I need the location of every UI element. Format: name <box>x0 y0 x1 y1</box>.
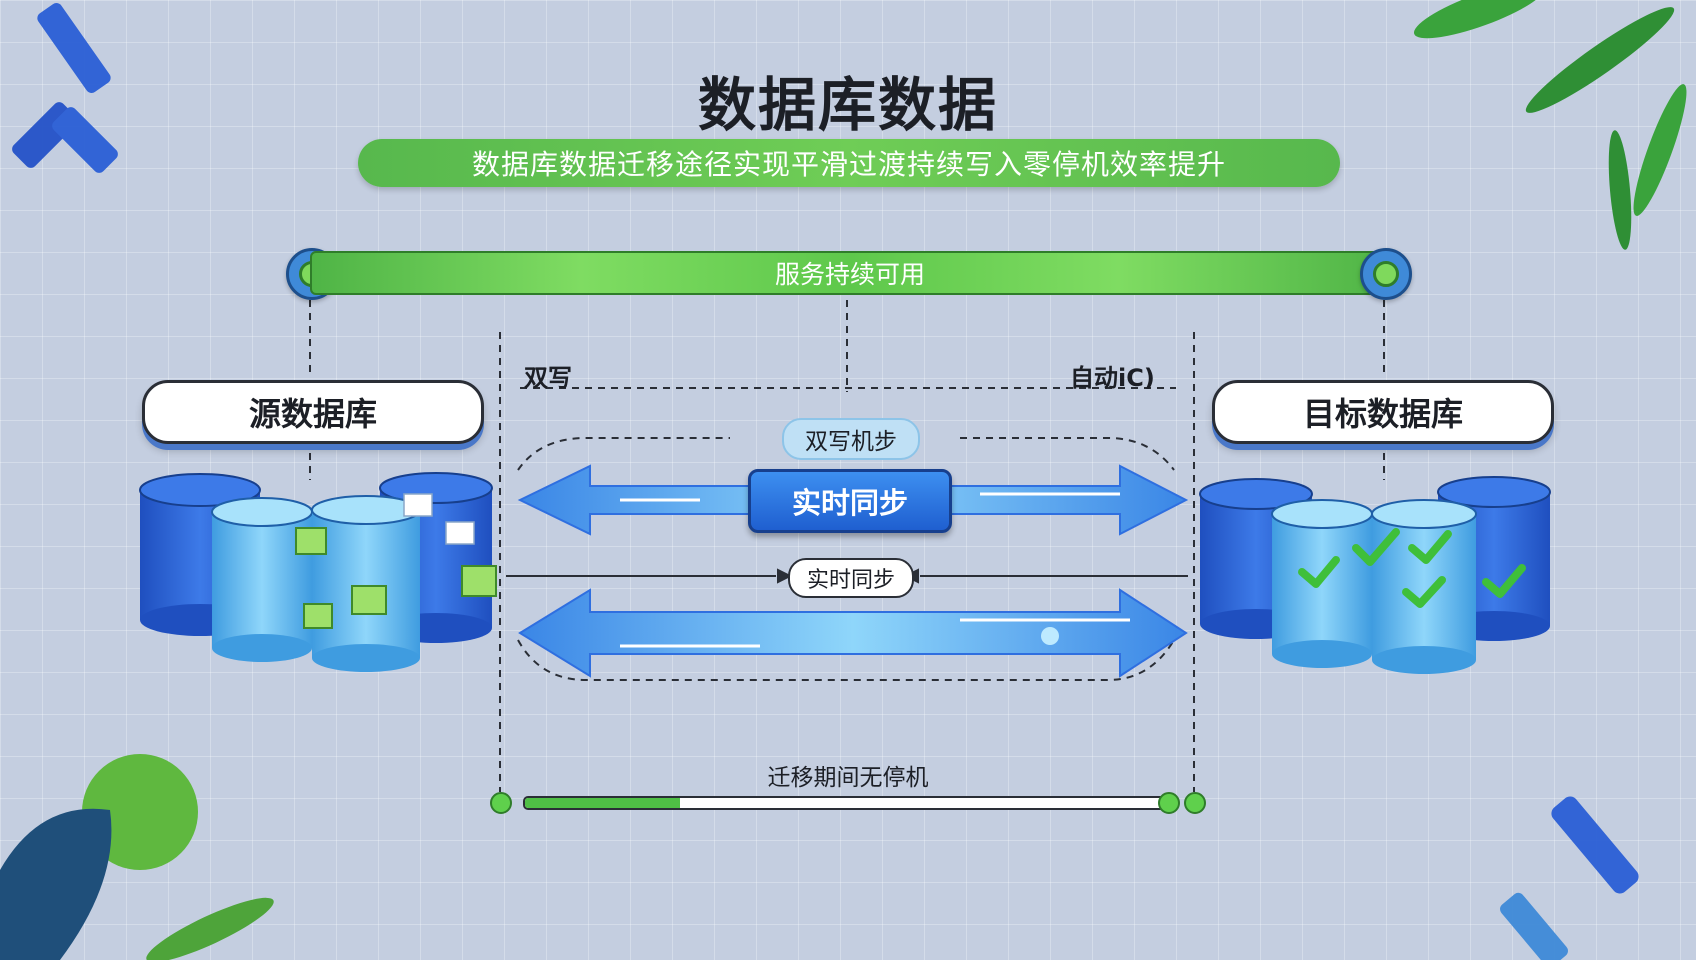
migration-progress-bar <box>523 796 1173 810</box>
document-icon <box>295 527 497 629</box>
source-database-cylinders <box>139 472 497 672</box>
auto-ic-label: 自动iC) <box>1070 364 1155 392</box>
source-database-label: 源数据库 <box>142 380 484 444</box>
progress-end-dot <box>1184 792 1206 814</box>
realtime-sync-badge-text: 实时同步 <box>791 486 908 520</box>
service-bar-end-node-icon <box>1360 248 1412 300</box>
realtime-sync-small-text: 实时同步 <box>806 568 895 593</box>
leaf-decoration-top-right <box>1413 0 1687 250</box>
sync-arrow-bottom <box>518 588 1188 678</box>
service-bar-label: 服务持续可用 <box>774 260 925 289</box>
target-database-label: 目标数据库 <box>1212 380 1554 444</box>
corner-decoration-top-left <box>12 3 118 173</box>
page-title: 数据库数据 <box>697 71 998 139</box>
subtitle-banner: 数据库数据迁移途径实现平滑过渡持续写入零停机效率提升 <box>358 139 1340 187</box>
source-database-label-text: 源数据库 <box>248 395 377 433</box>
realtime-sync-small-pill: 实时同步 <box>788 558 914 598</box>
progress-start-dot <box>490 792 512 814</box>
progress-end-dot-inner <box>1158 792 1180 814</box>
migration-progress-fill <box>525 798 681 808</box>
dual-write-mechanism-text: 双写机步 <box>805 429 897 455</box>
target-database-label-text: 目标数据库 <box>1302 395 1463 433</box>
checkmark-icon <box>1298 528 1526 608</box>
dual-write-label: 双写 <box>524 364 572 392</box>
leaf-decoration-bottom-left <box>0 754 274 960</box>
corner-decoration-bottom-right <box>1500 796 1639 960</box>
target-database-cylinders <box>1199 476 1551 674</box>
dual-write-mechanism-pill: 双写机步 <box>782 418 920 460</box>
service-availability-bar: 服务持续可用 <box>310 251 1390 295</box>
realtime-sync-badge: 实时同步 <box>748 469 952 533</box>
subtitle-text: 数据库数据迁移途径实现平滑过渡持续写入零停机效率提升 <box>471 148 1226 181</box>
no-downtime-label: 迁移期间无停机 <box>767 765 929 791</box>
